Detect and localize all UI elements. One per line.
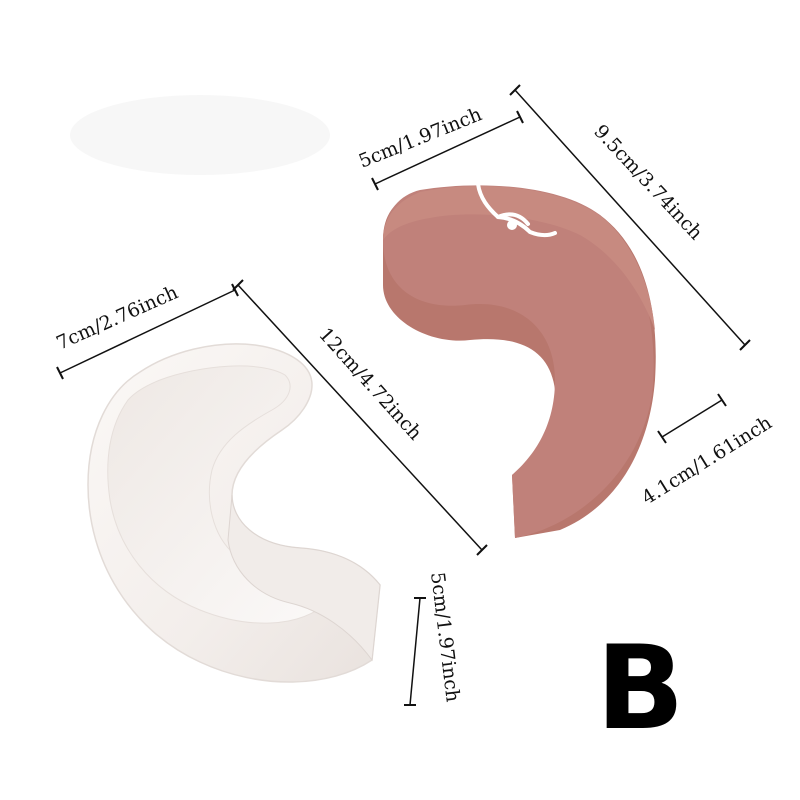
background-blur (70, 95, 330, 175)
mold-length-label: 12cm/4.72inch (314, 324, 426, 445)
yin-yang-candle (383, 182, 656, 538)
wick (476, 182, 557, 238)
silicone-mold (87, 343, 381, 683)
candle-height-label: 4.1cm/1.61inch (638, 412, 776, 509)
variant-label: B (596, 621, 684, 756)
mold-width-label: 7cm/2.76inch (53, 281, 181, 354)
mold-height-label: 5cm/1.97inch (426, 571, 464, 703)
